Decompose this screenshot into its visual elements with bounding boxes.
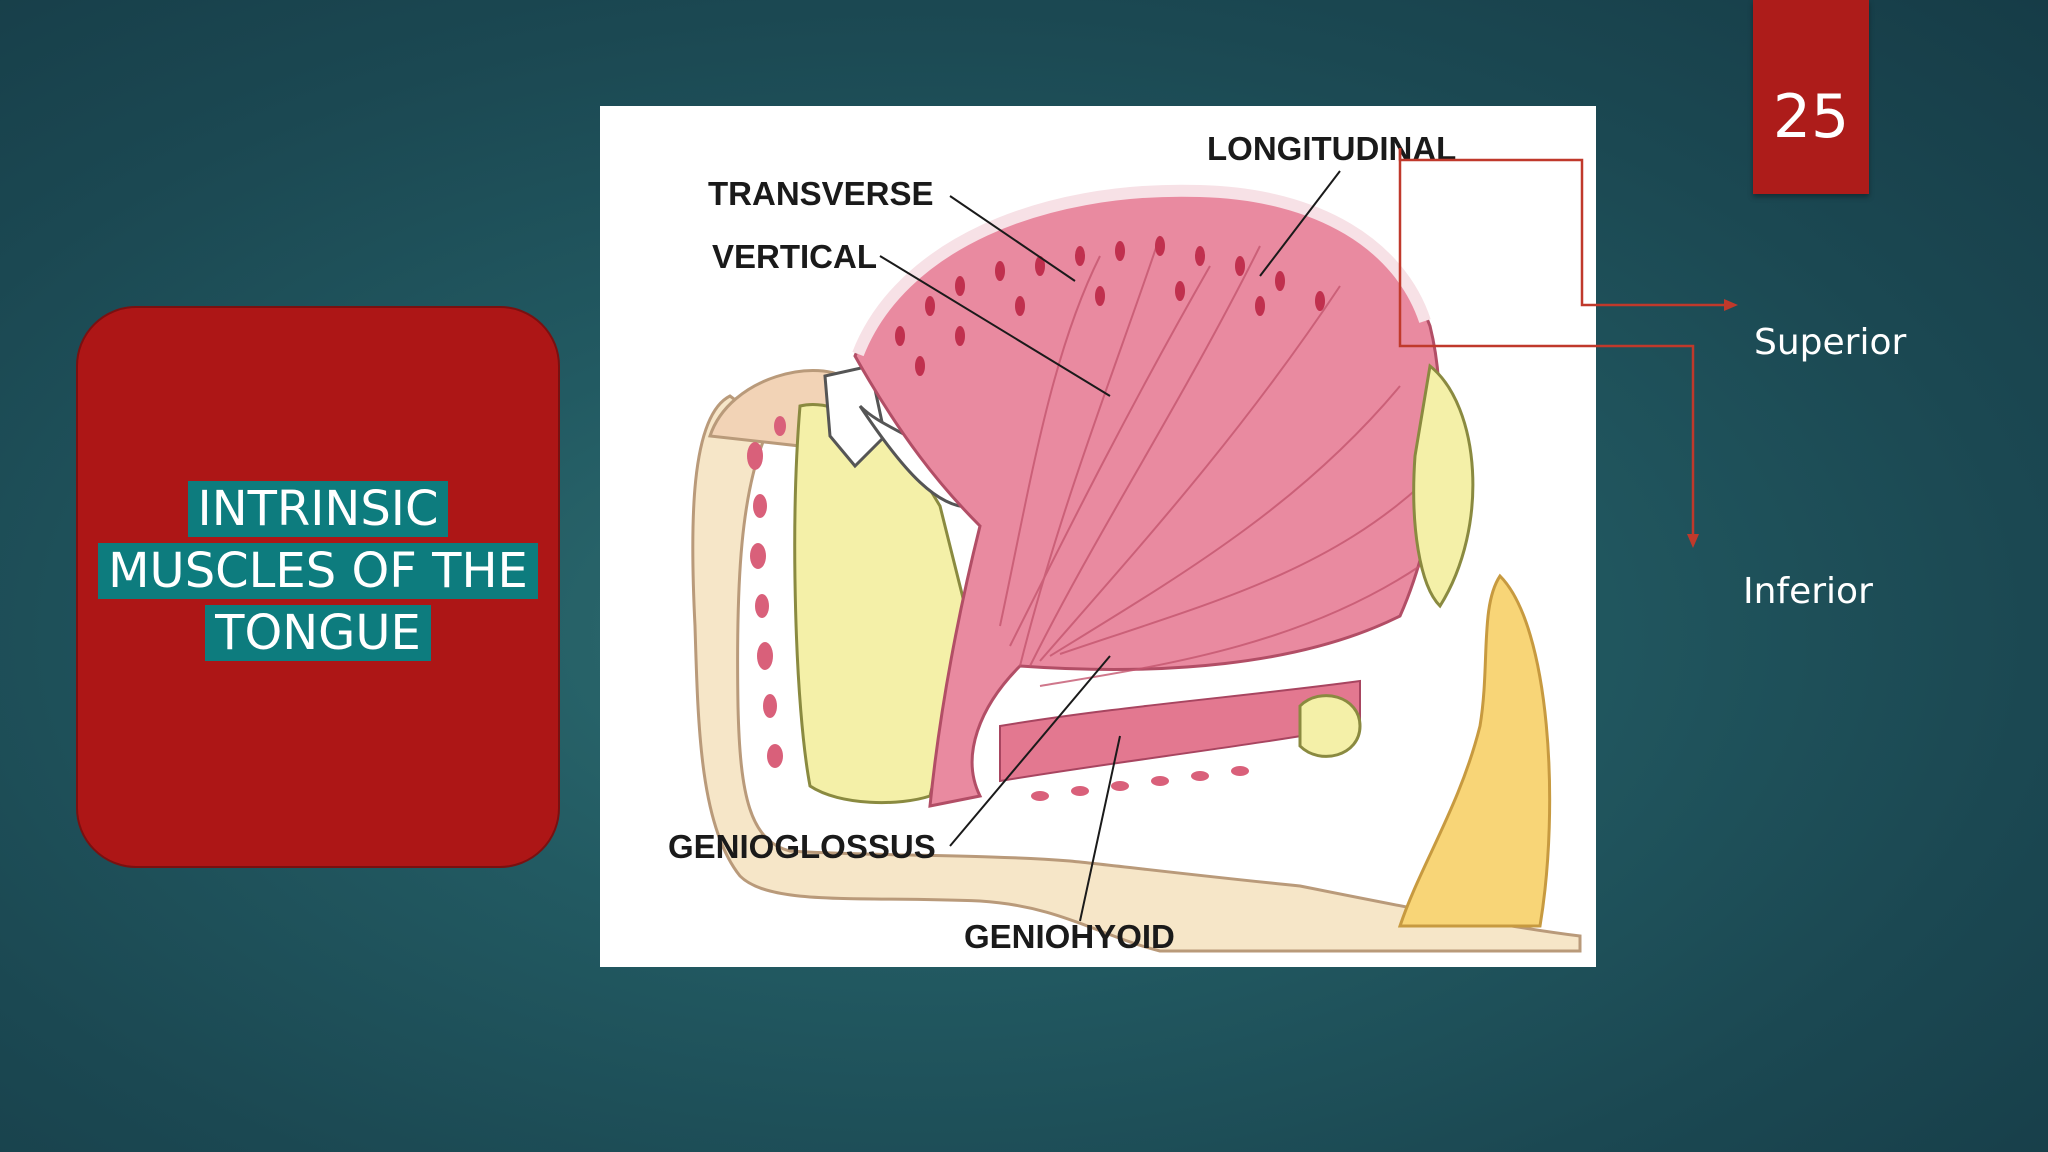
- superior-arrowhead-icon: [1724, 299, 1738, 311]
- label-vertical: VERTICAL: [712, 238, 877, 275]
- label-inferior: Inferior: [1743, 571, 1873, 612]
- title-line-3: TONGUE: [205, 605, 431, 661]
- slide-number-tab: 25: [1753, 0, 1869, 194]
- tongue-anatomy-figure: LONGITUDINAL TRANSVERSE VERTICAL GENIOGL…: [600, 106, 1596, 967]
- label-genioglossus: GENIOGLOSSUS: [668, 828, 936, 865]
- label-superior: Superior: [1754, 322, 1907, 363]
- slide-title: INTRINSIC MUSCLES OF THE TONGUE: [84, 478, 552, 664]
- title-line-2: MUSCLES OF THE: [98, 543, 538, 599]
- superior-connector: [1398, 148, 1728, 307]
- inferior-connector: [1398, 148, 1695, 538]
- inferior-arrowhead-icon: [1687, 534, 1699, 548]
- label-transverse: TRANSVERSE: [708, 175, 934, 212]
- tongue-illustration: [691, 170, 1582, 953]
- slide-number: 25: [1772, 82, 1850, 152]
- title-line-1: INTRINSIC: [187, 481, 449, 537]
- label-geniohyoid: GENIOHYOID: [964, 918, 1175, 955]
- title-box: INTRINSIC MUSCLES OF THE TONGUE: [76, 306, 560, 868]
